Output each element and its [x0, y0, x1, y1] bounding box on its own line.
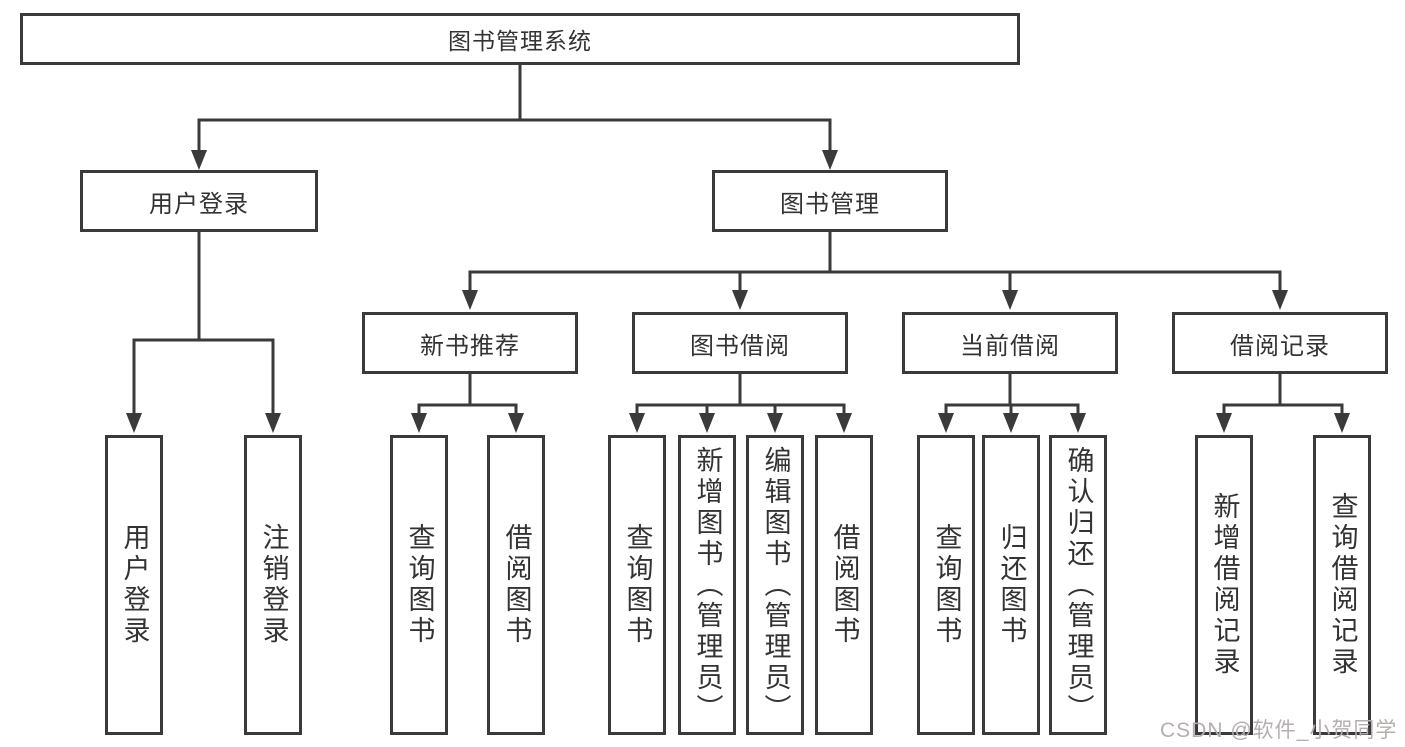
- csdn-watermark: CSDN @软件_小贺同学: [1160, 719, 1398, 742]
- leaf-borrow-books-borrowing: 借阅图书: [815, 435, 873, 735]
- leaf-logout: 注销登录: [244, 435, 302, 735]
- leaf-user-login: 用户登录: [105, 435, 163, 735]
- leaf-query-books-borrowing: 查询图书: [608, 435, 666, 735]
- node-book-management: 图书管理: [712, 170, 948, 232]
- leaf-add-books-admin: 新增图书（管理员）: [678, 435, 736, 735]
- node-root: 图书管理系统: [20, 13, 1020, 65]
- node-borrowing-records: 借阅记录: [1172, 312, 1388, 374]
- leaf-edit-books-admin: 编辑图书（管理员）: [746, 435, 804, 735]
- node-new-book-recommend: 新书推荐: [362, 312, 578, 374]
- leaf-borrow-books-recommend: 借阅图书: [487, 435, 545, 735]
- leaf-return-books: 归还图书: [982, 435, 1040, 735]
- leaf-query-books-current: 查询图书: [917, 435, 975, 735]
- node-user-login: 用户登录: [80, 170, 318, 232]
- node-current-borrowing: 当前借阅: [902, 312, 1118, 374]
- leaf-confirm-return-admin: 确认归还（管理员）: [1049, 435, 1107, 735]
- leaf-query-borrow-record: 查询借阅记录: [1313, 435, 1371, 735]
- leaf-add-borrow-record: 新增借阅记录: [1195, 435, 1253, 735]
- node-book-borrowing: 图书借阅: [632, 312, 848, 374]
- leaf-query-books-recommend: 查询图书: [390, 435, 448, 735]
